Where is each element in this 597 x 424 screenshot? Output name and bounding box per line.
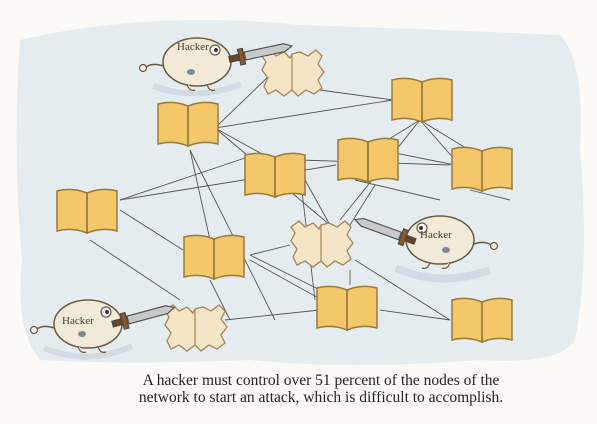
book-node: [316, 285, 378, 331]
book-node: [391, 77, 453, 123]
link: [354, 259, 451, 321]
hacker-label: Hacker: [62, 315, 94, 327]
link: [349, 184, 376, 226]
link: [89, 239, 181, 301]
link: [319, 89, 394, 101]
book-node: [451, 146, 513, 192]
link: [214, 99, 394, 129]
caption-line: network to start an attack, which is dif…: [138, 389, 504, 406]
link: [189, 149, 211, 241]
book-node: [183, 234, 245, 280]
hacker-figure: Hacker: [29, 299, 178, 360]
link: [119, 157, 246, 201]
link: [209, 279, 231, 321]
link: [214, 74, 271, 129]
caption: A hacker must control over 51 percent of…: [96, 372, 546, 406]
book-node: [337, 137, 399, 183]
link: [379, 309, 451, 321]
hacker-label: Hacker: [420, 229, 452, 241]
book-node: [244, 152, 306, 198]
link: [304, 179, 331, 226]
link: [419, 119, 456, 161]
link: [119, 209, 184, 251]
compromised-node: [164, 304, 228, 352]
hacker-label: Hacker: [177, 41, 209, 53]
link: [469, 189, 511, 201]
link: [224, 309, 321, 321]
caption-line: A hacker must control over 51 percent of…: [142, 372, 500, 389]
hacker-figure: Hacker: [351, 211, 499, 283]
compromised-node: [290, 220, 354, 268]
link: [354, 179, 441, 201]
book-node: [157, 101, 219, 147]
compromised-node: [261, 49, 325, 97]
link: [249, 244, 291, 256]
book-node: [56, 188, 118, 234]
book-node: [451, 297, 513, 343]
hacker-figure: Hacker: [138, 37, 295, 97]
